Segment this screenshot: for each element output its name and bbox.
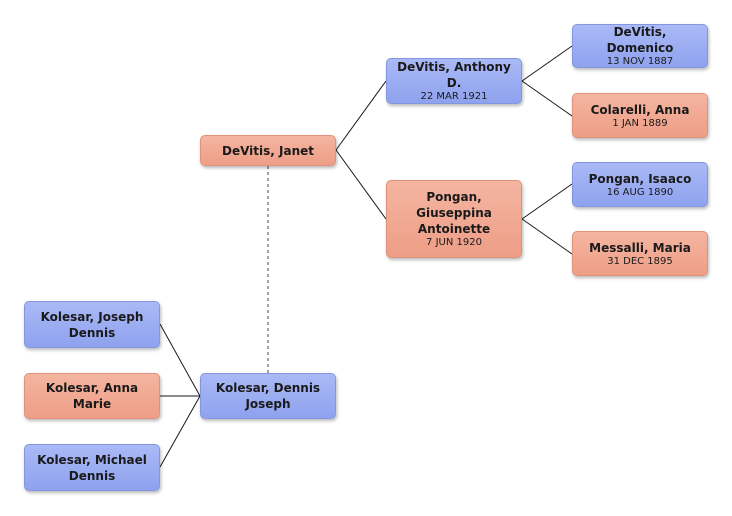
person-birth-date: 16 AUG 1890 xyxy=(606,186,674,198)
person-node-isaaco-pongan[interactable]: Pongan, Isaaco 16 AUG 1890 xyxy=(572,162,708,207)
person-birth-date: 31 DEC 1895 xyxy=(607,255,673,267)
connector-anthony-domenico xyxy=(521,45,573,82)
connector-janet-anthony xyxy=(335,80,387,151)
person-node-giuseppina-pongan[interactable]: Pongan, Giuseppina Antoinette 7 JUN 1920 xyxy=(386,180,522,258)
person-name: DeVitis, Anthony D. xyxy=(397,60,511,90)
person-name: Messalli, Maria xyxy=(589,240,691,255)
connector-dennis-michael xyxy=(159,395,201,468)
person-node-joseph-kolesar[interactable]: Kolesar, Joseph Dennis xyxy=(24,301,160,348)
person-birth-date: 13 NOV 1887 xyxy=(606,56,674,67)
connector-giuseppina-isaaco xyxy=(521,183,573,220)
person-node-anna-marie-kolesar[interactable]: Kolesar, Anna Marie xyxy=(24,373,160,419)
connector-giuseppina-maria xyxy=(521,218,573,255)
connector-dennis-joseph xyxy=(159,323,201,397)
person-name: DeVitis, Domenico xyxy=(606,25,674,55)
person-node-dennis-kolesar[interactable]: Kolesar, Dennis Joseph xyxy=(200,373,336,419)
person-name: Kolesar, Dennis Joseph xyxy=(215,381,321,411)
person-name: Pongan, Giuseppina Antoinette xyxy=(416,190,492,236)
person-name: Pongan, Isaaco xyxy=(588,171,692,186)
person-name: Kolesar, Joseph Dennis xyxy=(40,309,144,340)
person-name: Colarelli, Anna xyxy=(590,102,690,117)
person-name: DeVitis, Janet xyxy=(222,143,314,158)
connector-anthony-anna-colarelli xyxy=(521,80,573,117)
person-node-janet-devitis[interactable]: DeVitis, Janet xyxy=(200,135,336,166)
person-node-michael-kolesar[interactable]: Kolesar, Michael Dennis xyxy=(24,444,160,491)
person-name: Kolesar, Michael Dennis xyxy=(37,452,147,483)
person-birth-date: 1 JAN 1889 xyxy=(612,117,668,129)
connector-janet-giuseppina xyxy=(335,149,387,220)
person-node-domenico-devitis[interactable]: DeVitis, Domenico 13 NOV 1887 xyxy=(572,24,708,68)
person-node-anna-colarelli[interactable]: Colarelli, Anna 1 JAN 1889 xyxy=(572,93,708,138)
person-node-maria-messalli[interactable]: Messalli, Maria 31 DEC 1895 xyxy=(572,231,708,276)
person-node-anthony-devitis[interactable]: DeVitis, Anthony D. 22 MAR 1921 xyxy=(386,58,522,104)
person-birth-date: 7 JUN 1920 xyxy=(426,237,482,248)
person-name: Kolesar, Anna Marie xyxy=(45,381,139,411)
person-birth-date: 22 MAR 1921 xyxy=(420,91,488,102)
